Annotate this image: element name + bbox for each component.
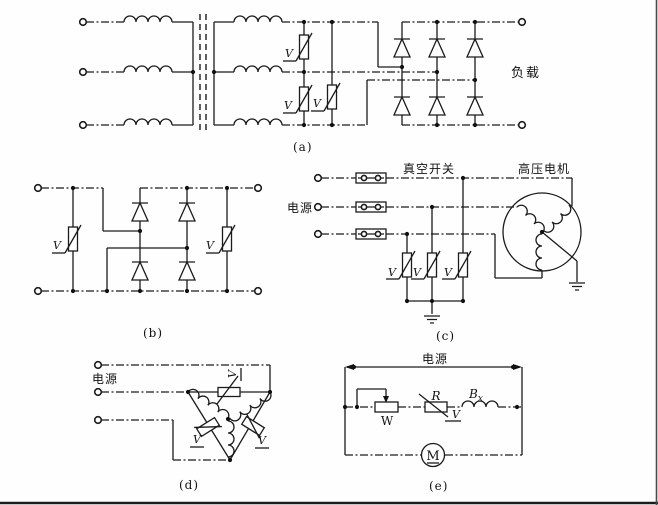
terminal (313, 202, 323, 212)
figure-b-single-phase-bridge: V V (b) (33, 183, 263, 340)
terminal (313, 173, 323, 183)
bridge-diodes (393, 22, 484, 125)
junction-dots (190, 19, 478, 128)
inductor-label-sub: x (478, 394, 483, 404)
terminal (33, 286, 43, 296)
junction-dots (404, 175, 545, 304)
varistor-icon (240, 413, 266, 439)
figure-a-tag: (a) (293, 140, 313, 154)
arrow-right-icon (513, 364, 522, 370)
rheostat-label: W (381, 414, 394, 428)
varistor-label: V (193, 433, 202, 446)
vacuum-switch-label: 真空开关 (403, 162, 455, 176)
terminal (93, 360, 103, 370)
arrow-left-icon (345, 364, 354, 370)
bridge-diodes (131, 188, 196, 291)
terminal (93, 415, 103, 425)
terminal (253, 286, 263, 296)
terminal (78, 17, 88, 27)
terminal (33, 183, 43, 193)
motor-label: M (426, 449, 439, 464)
figure-a-transformer-rectifier: V V V 负载 (a) (78, 14, 541, 154)
terminal (313, 229, 323, 239)
varistor-label: V (413, 266, 422, 279)
varistor-label: V (388, 266, 397, 279)
varistor-label: V (258, 434, 267, 447)
motor-winding (535, 233, 543, 271)
power-label: 电源 (92, 372, 118, 386)
motor-winding (542, 204, 574, 236)
figure-b-tag: (b) (143, 326, 163, 340)
varistor-label: V (226, 369, 239, 378)
varistor-label: V (53, 239, 62, 252)
hv-motor-label: 高压电机 (518, 161, 570, 176)
figure-c-motor-protection: V V V 电源 真空开关 高压电机 (c) (287, 161, 586, 343)
resistor-label: R (430, 389, 440, 403)
varistor-label: V (284, 99, 293, 112)
junction-dots (70, 185, 230, 294)
wires (344, 366, 523, 456)
figure-d-tag: (d) (179, 478, 199, 492)
junction-dots (185, 389, 273, 463)
varistor-horizontal (216, 368, 242, 405)
rheostat-body (374, 401, 399, 413)
varistor-label: V (444, 266, 453, 279)
terminal (517, 17, 527, 27)
terminal (78, 67, 88, 77)
varistor-icon (194, 416, 222, 438)
varistor-label: V (206, 239, 215, 252)
inductor-label: Bx (468, 387, 483, 404)
terminal (78, 120, 88, 130)
terminal (93, 387, 103, 397)
load-label: 负载 (511, 66, 541, 81)
varistor-label: V (313, 97, 322, 110)
figure-c-tag: (c) (436, 329, 455, 343)
figure-d-delta-windings: V V V 电源 (d) (92, 360, 274, 492)
varistor-r (418, 393, 461, 422)
motor-body (420, 442, 446, 468)
terminal (253, 183, 263, 193)
figure-e-tag: (e) (429, 479, 448, 493)
motor-winding (227, 420, 235, 458)
arrow-down-icon (383, 396, 389, 403)
junction-dots (342, 365, 520, 410)
power-label: 电源 (422, 352, 448, 366)
varistor-label: V (285, 47, 294, 60)
terminal (517, 120, 527, 130)
power-label: 电源 (287, 201, 313, 215)
wires (321, 177, 578, 314)
motor-body (502, 192, 582, 272)
varistor-label: V (452, 408, 461, 421)
motor-winding (516, 202, 548, 234)
figure-e-motor-starter: 电源 W R V Bx M (e) (342, 352, 523, 493)
wires (101, 364, 271, 461)
inductor-label-main: B (468, 387, 478, 401)
